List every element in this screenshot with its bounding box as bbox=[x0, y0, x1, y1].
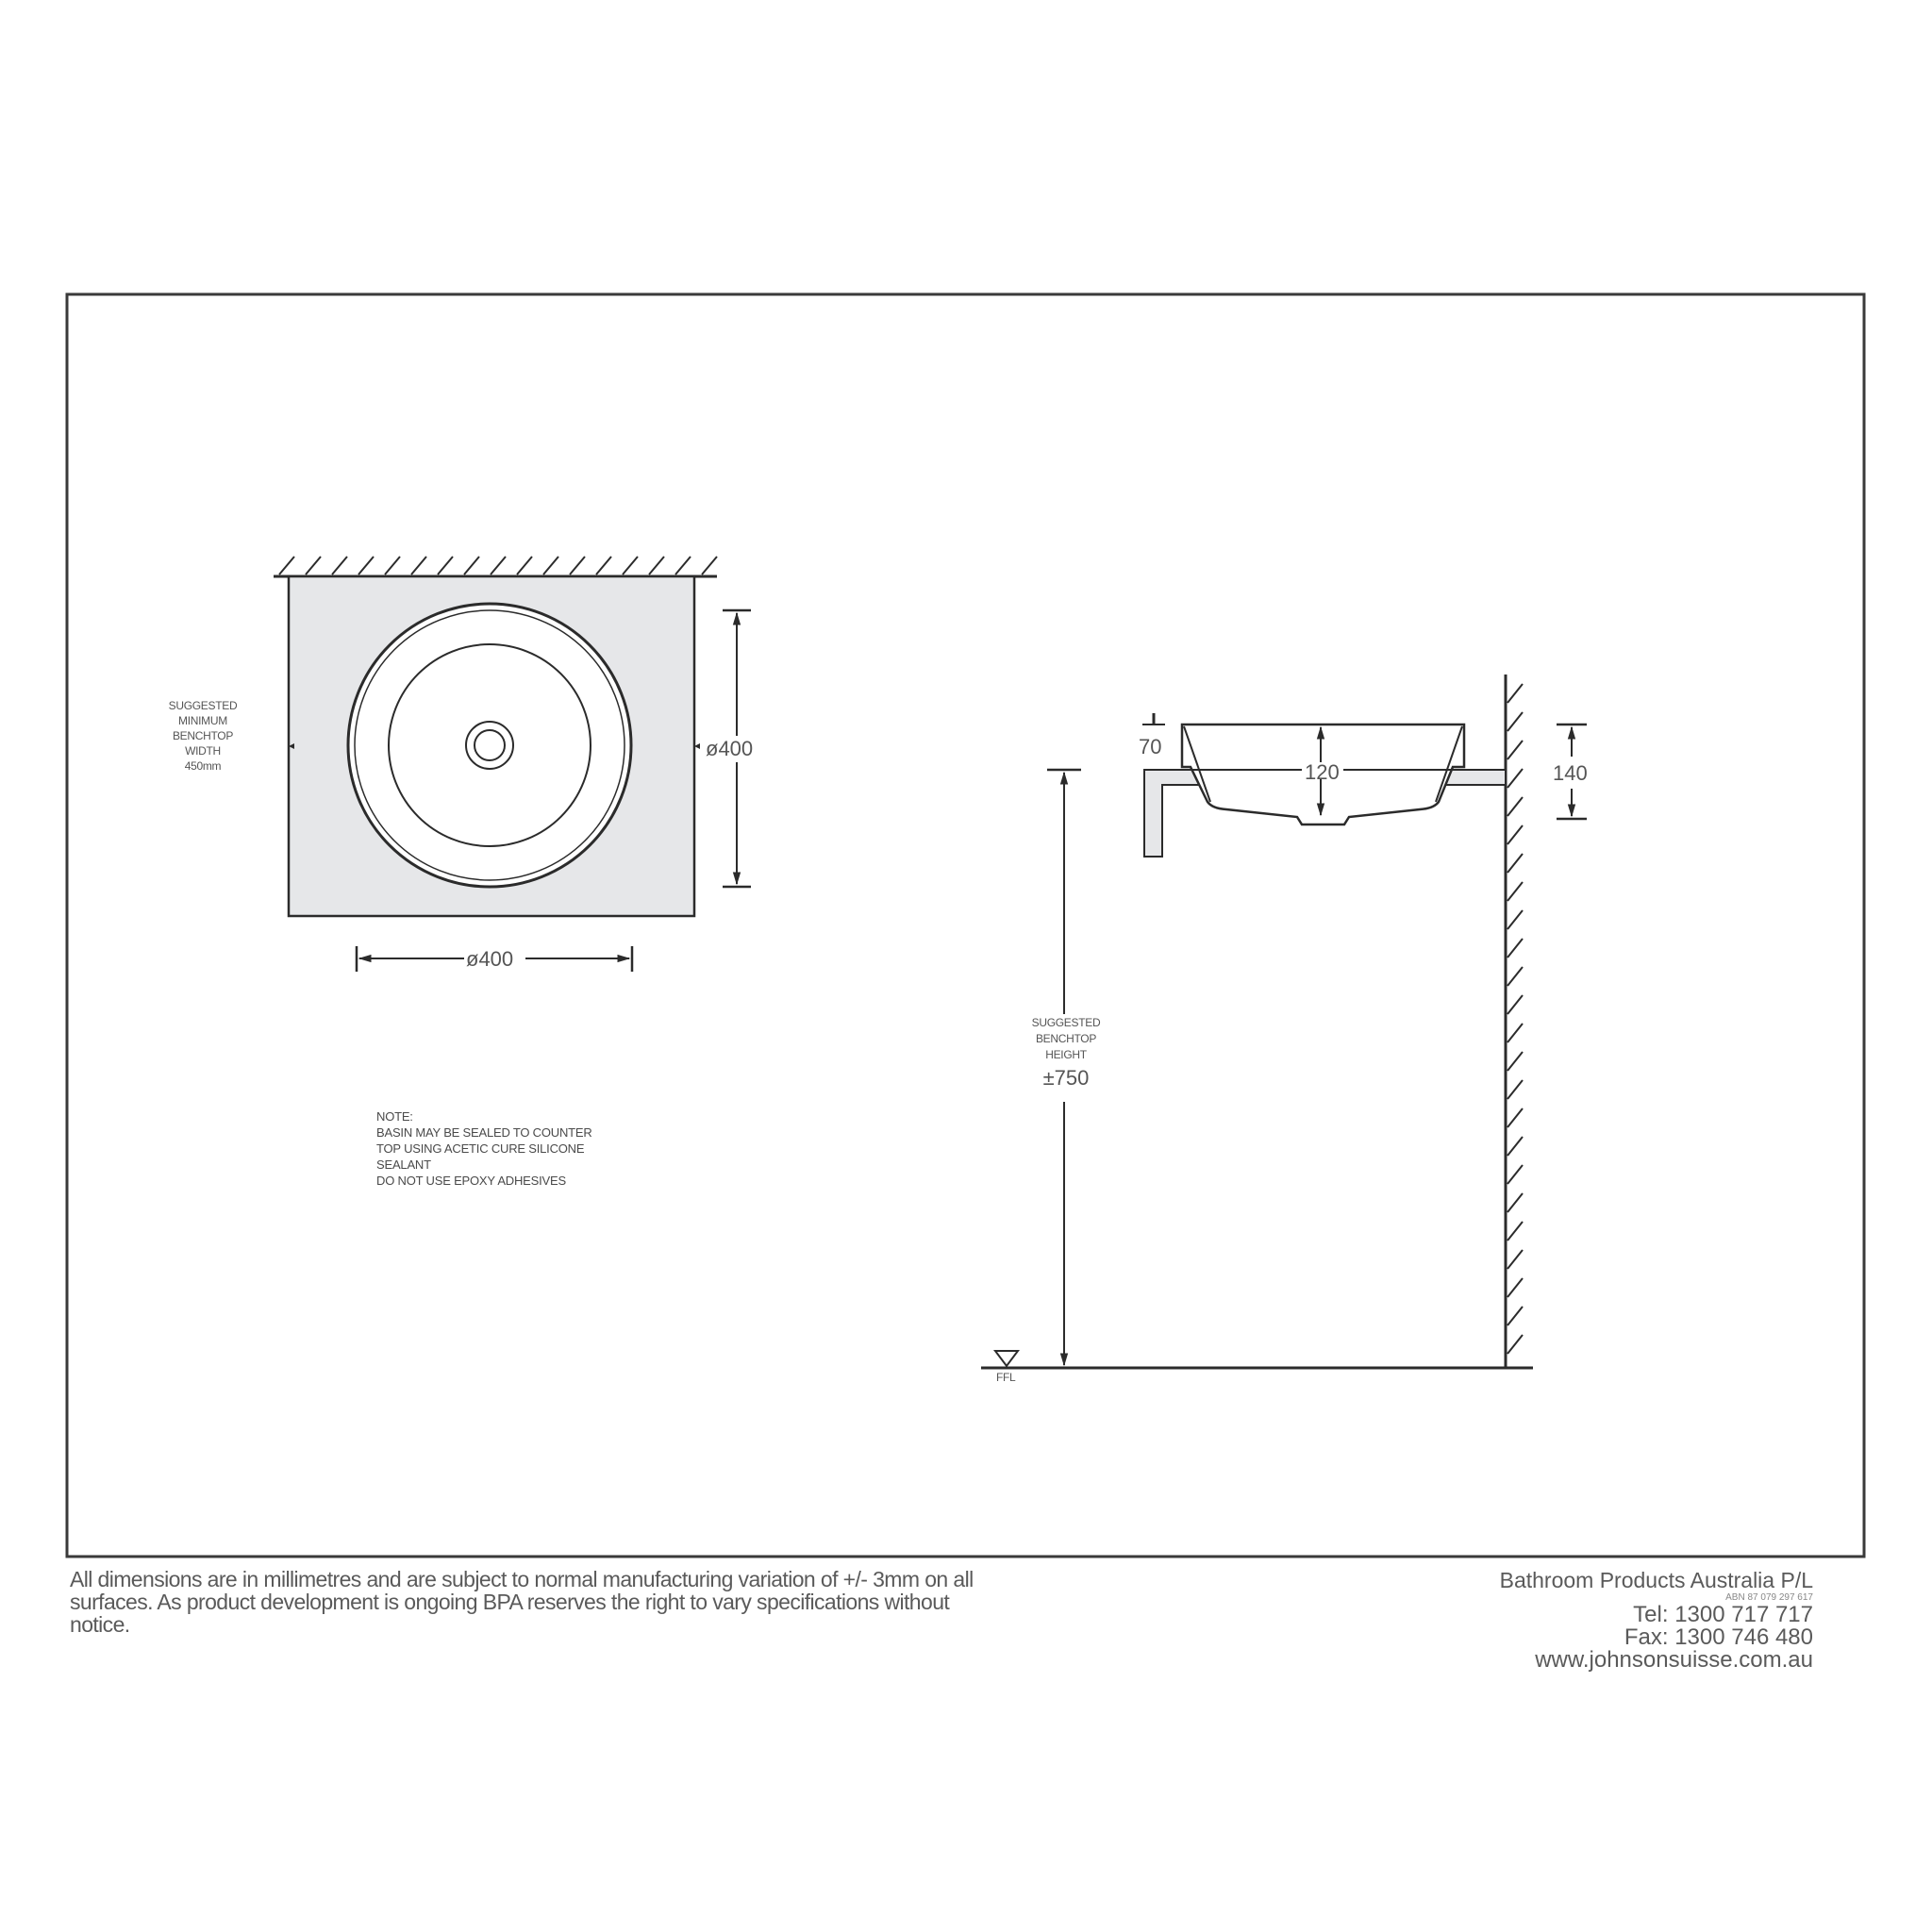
svg-text:HEIGHT: HEIGHT bbox=[1045, 1048, 1088, 1061]
total-height-dimension: 140 bbox=[1553, 761, 1588, 785]
plan-width-dimension: ø400 bbox=[466, 947, 513, 971]
svg-text:450mm: 450mm bbox=[185, 759, 222, 773]
drain-inner bbox=[474, 729, 506, 761]
company-name: Bathroom Products Australia P/L bbox=[1499, 1568, 1813, 1592]
svg-text:FFL: FFL bbox=[996, 1371, 1016, 1384]
fax: Fax: 1300 746 480 bbox=[1624, 1624, 1813, 1650]
above-bench-dimension: 70 bbox=[1139, 735, 1161, 758]
svg-text:SUGGESTED: SUGGESTED bbox=[1032, 1016, 1101, 1029]
installation-note: NOTE: BASIN MAY BE SEALED TO COUNTER TOP… bbox=[376, 1109, 592, 1188]
svg-text:TOP USING ACETIC CURE SILICONE: TOP USING ACETIC CURE SILICONE bbox=[376, 1141, 585, 1156]
plan-depth-dimension: ø400 bbox=[706, 737, 753, 760]
svg-text:MINIMUM: MINIMUM bbox=[178, 714, 227, 727]
svg-text:BENCHTOP: BENCHTOP bbox=[1036, 1032, 1096, 1045]
svg-text:DO NOT USE EPOXY ADHESIVES: DO NOT USE EPOXY ADHESIVES bbox=[376, 1174, 566, 1188]
drawing-frame bbox=[65, 292, 1866, 1558]
basin-outer-rim bbox=[346, 602, 633, 889]
basin-depth-dimension: 120 bbox=[1305, 760, 1340, 784]
wall-hatch-right bbox=[1507, 683, 1524, 1355]
svg-text:SUGGESTED: SUGGESTED bbox=[169, 699, 238, 712]
benchtop-right bbox=[1443, 769, 1507, 786]
svg-text:BASIN MAY BE SEALED TO COUNTER: BASIN MAY BE SEALED TO COUNTER bbox=[376, 1125, 592, 1140]
svg-text:NOTE:: NOTE: bbox=[376, 1109, 413, 1124]
benchtop-height-label: SUGGESTED BENCHTOP HEIGHT ±750 bbox=[1032, 1016, 1102, 1090]
ffl-marker bbox=[993, 1350, 1020, 1368]
company-contact: Bathroom Products Australia P/L ABN 87 0… bbox=[1500, 1568, 1813, 1672]
basin-profile bbox=[1180, 723, 1466, 826]
svg-text:WIDTH: WIDTH bbox=[185, 744, 221, 758]
basin-bowl bbox=[388, 643, 591, 847]
plan-view: ø400 ø400 SUGGESTED MINIMUM BENCHTOP WID… bbox=[169, 556, 753, 972]
benchtop-width-label: SUGGESTED MINIMUM BENCHTOP WIDTH 450mm bbox=[169, 699, 239, 773]
disclaimer: All dimensions are in millimetres and ar… bbox=[70, 1567, 974, 1637]
abn: ABN 87 079 297 617 bbox=[1725, 1592, 1813, 1603]
benchtop-left bbox=[1143, 769, 1202, 858]
wall-hatch-top bbox=[278, 556, 718, 575]
telephone: Tel: 1300 717 717 bbox=[1633, 1602, 1813, 1627]
svg-text:BENCHTOP: BENCHTOP bbox=[173, 729, 233, 742]
svg-text:±750: ±750 bbox=[1043, 1066, 1090, 1090]
side-view: FFL 120 70 140 SUGGESTED BENCHTOP HEIGH bbox=[981, 675, 1588, 1384]
drain-outer bbox=[465, 721, 514, 770]
svg-text:SEALANT: SEALANT bbox=[376, 1158, 431, 1172]
website-link[interactable]: www.johnsonsuisse.com.au bbox=[1535, 1647, 1813, 1673]
